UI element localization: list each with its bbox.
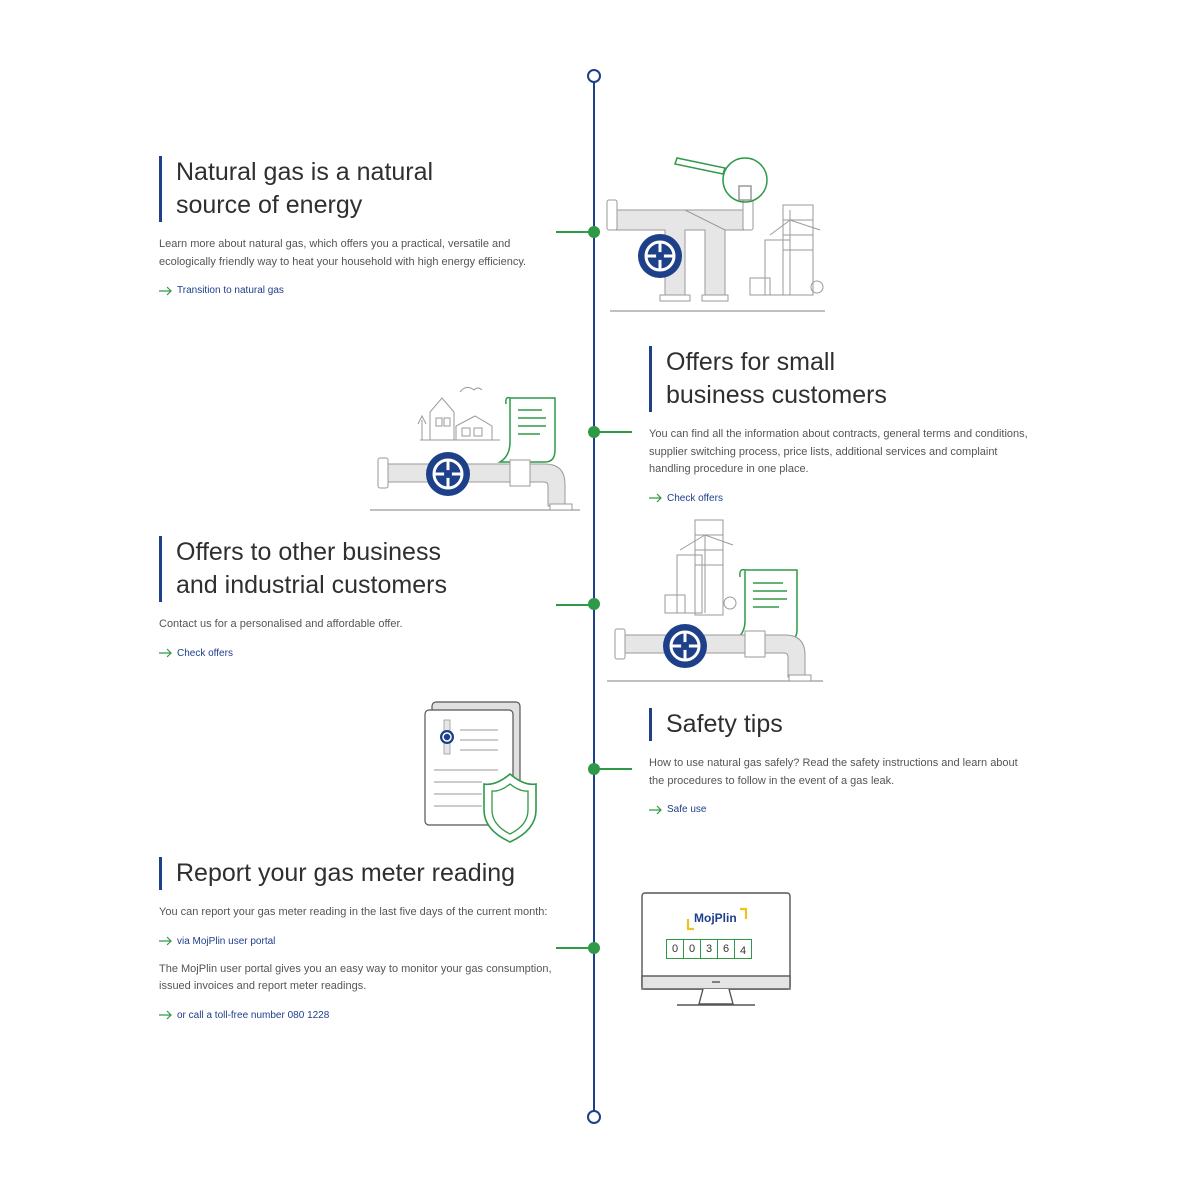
section-title-line-1: Report your gas meter reading xyxy=(176,859,516,887)
connector-1 xyxy=(556,231,594,233)
transition-to-natural-gas-link[interactable]: Transition to natural gas xyxy=(159,285,539,296)
section-industrial-customers: Offers to other business and industrial … xyxy=(159,536,539,673)
timeline-dot-3 xyxy=(588,598,600,610)
document-icon xyxy=(732,568,798,642)
timeline-end-circle xyxy=(587,1110,601,1124)
arrow-right-icon xyxy=(159,936,172,946)
link-label: Transition to natural gas xyxy=(177,285,284,296)
monitor-icon xyxy=(641,892,791,1006)
document-icon xyxy=(434,729,498,807)
section-title-line-1: Natural gas is a natural xyxy=(176,158,434,186)
valve-icon xyxy=(440,719,454,755)
pipe-contract-illustration xyxy=(370,386,580,511)
link-label: Safe use xyxy=(667,804,707,815)
pipes-magnifier-illustration xyxy=(606,157,825,312)
section-title-line-2: and industrial customers xyxy=(176,571,447,599)
city-buildings-icon xyxy=(664,519,737,616)
section-description: Contact us for a personalised and afford… xyxy=(159,618,403,630)
meter-digit: 0 xyxy=(667,940,684,958)
connector-4 xyxy=(594,768,632,770)
section-title: Report your gas meter reading xyxy=(159,857,559,890)
section-title-line-1: Offers to other business xyxy=(176,538,441,566)
logo-bracket-icon xyxy=(686,907,748,931)
valve-icon xyxy=(638,234,682,278)
monitor-illustration: MojPlin 0 0 3 6 4 xyxy=(641,892,791,1007)
timeline-dot-2 xyxy=(588,426,600,438)
section-title: Offers to other business and industrial … xyxy=(159,536,539,602)
section-title-line-1: Offers for small xyxy=(666,348,836,376)
check-offers-industrial-link[interactable]: Check offers xyxy=(159,648,539,659)
meter-digit: 4 xyxy=(739,945,747,957)
arrow-right-icon xyxy=(649,493,662,503)
toll-free-number-link[interactable]: or call a toll-free number 080 1228 xyxy=(159,1010,559,1021)
section-title-line-2: business customers xyxy=(666,381,887,409)
connector-3 xyxy=(556,604,594,606)
safety-document-illustration xyxy=(424,701,537,843)
timeline-dot-4 xyxy=(588,763,600,775)
magnifier-icon xyxy=(674,157,768,203)
connector-5 xyxy=(556,947,594,949)
shield-icon xyxy=(483,772,537,843)
houses-icon xyxy=(417,386,500,441)
arrow-right-icon xyxy=(159,648,172,658)
section-description: How to use natural gas safely? Read the … xyxy=(649,757,1018,787)
meter-digit: 3 xyxy=(701,940,718,958)
timeline-start-circle xyxy=(587,69,601,83)
arrow-right-icon xyxy=(649,805,662,814)
section-meter-reading: Report your gas meter reading You can re… xyxy=(159,857,559,1035)
link-label: via MojPlin user portal xyxy=(177,935,276,947)
section-description: Learn more about natural gas, which offe… xyxy=(159,238,527,268)
section-description-2: The MojPlin user portal gives you an eas… xyxy=(159,962,552,993)
check-offers-small-business-link[interactable]: Check offers xyxy=(649,493,1029,504)
connector-2 xyxy=(594,431,632,433)
pipe-icon xyxy=(614,628,812,682)
meter-digit: 0 xyxy=(684,940,701,958)
timeline-dot-5 xyxy=(588,942,600,954)
section-safety-tips: Safety tips How to use natural gas safel… xyxy=(649,708,1029,829)
valve-icon xyxy=(663,624,707,668)
brand-name: MojPlin xyxy=(694,911,737,925)
timeline-line xyxy=(593,76,595,1118)
link-label: Check offers xyxy=(667,492,723,504)
industrial-pipe-illustration xyxy=(607,519,823,682)
arrow-right-icon xyxy=(159,1010,172,1020)
link-label: Check offers xyxy=(177,647,233,659)
city-buildings-icon xyxy=(749,204,824,296)
link-label: or call a toll-free number 080 1228 xyxy=(177,1009,330,1021)
section-small-business: Offers for small business customers You … xyxy=(649,346,1029,518)
meter-digits: 0 0 3 6 4 xyxy=(666,939,752,959)
brand-logo: MojPlin xyxy=(686,907,748,931)
safe-use-link[interactable]: Safe use xyxy=(649,804,1029,815)
section-natural-gas: Natural gas is a natural source of energ… xyxy=(159,156,539,310)
section-description: You can report your gas meter reading in… xyxy=(159,906,548,918)
valve-icon xyxy=(426,452,470,496)
meter-digit: 6 xyxy=(718,940,735,958)
mojplin-portal-link[interactable]: via MojPlin user portal xyxy=(159,936,559,947)
timeline-dot-1 xyxy=(588,226,600,238)
section-title: Offers for small business customers xyxy=(649,346,1029,412)
section-title: Natural gas is a natural source of energ… xyxy=(159,156,539,222)
arrow-right-icon xyxy=(159,286,172,295)
section-title-line-1: Safety tips xyxy=(666,710,783,738)
section-description: You can find all the information about c… xyxy=(649,428,1028,475)
pipe-icon xyxy=(377,457,573,511)
section-title-line-2: source of energy xyxy=(176,191,363,219)
document-icon xyxy=(497,396,556,463)
section-title: Safety tips xyxy=(649,708,1029,741)
